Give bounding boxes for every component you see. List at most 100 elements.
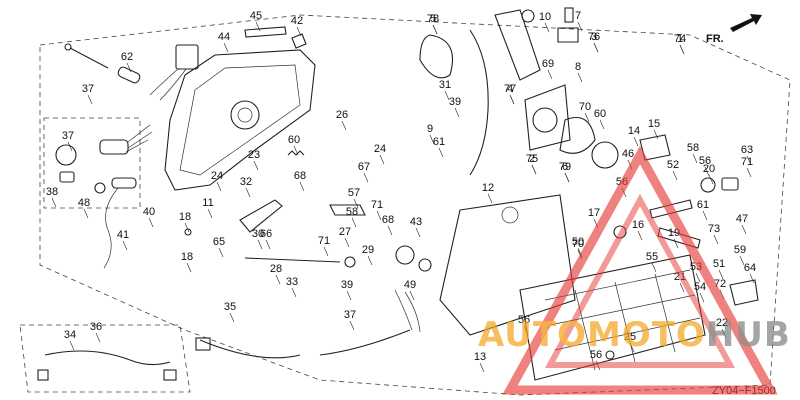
callout-78: 78 — [427, 13, 439, 25]
callout-leader — [673, 238, 679, 249]
callout-67: 67 — [358, 161, 370, 173]
harness-branch — [394, 289, 421, 333]
callout-leader — [679, 44, 685, 55]
control-lever — [494, 9, 541, 81]
callout-68: 68 — [294, 170, 306, 182]
callout-18: 18 — [179, 211, 191, 223]
callout-10: 10 — [539, 11, 551, 23]
watermark-triangle-inner — [544, 193, 736, 368]
callout-30: 30 — [252, 228, 264, 240]
callout-leader — [432, 24, 438, 35]
callout-5: 5 — [430, 13, 436, 25]
callout-75: 75 — [526, 153, 538, 165]
control-cable — [469, 29, 489, 176]
callout-56: 56 — [518, 314, 530, 326]
callout-leader — [126, 62, 132, 73]
callout-17: 17 — [588, 207, 600, 219]
watermark-logo: AUTOMOTOHUB — [478, 145, 790, 395]
bracket — [239, 199, 283, 233]
callout-15: 15 — [648, 118, 660, 130]
callout-leader — [438, 147, 444, 158]
callout-64: 64 — [744, 262, 756, 274]
disc — [591, 141, 619, 169]
callout-11: 11 — [202, 197, 213, 209]
callout-leader — [718, 269, 724, 280]
harness-frame — [19, 324, 191, 393]
bracket-grid — [544, 269, 701, 371]
callout-leader — [245, 187, 251, 198]
callout-leader — [547, 69, 553, 80]
callout-leader — [487, 193, 493, 204]
watermark-triangle — [502, 145, 778, 395]
switch-lanyard — [111, 177, 137, 189]
plate — [244, 26, 287, 38]
callout-leader — [695, 272, 701, 283]
callout-leader — [584, 112, 590, 123]
callout-39: 39 — [449, 96, 461, 108]
sleeve — [117, 66, 141, 84]
callout-70: 70 — [572, 238, 584, 250]
callout-leader — [257, 239, 263, 250]
callout-leader — [409, 290, 415, 301]
watermark-text-part1: AUTO — [478, 315, 587, 355]
spring — [287, 150, 305, 156]
callout-22: 22 — [716, 317, 728, 329]
callout-leader — [363, 172, 369, 183]
callout-6: 6 — [562, 161, 568, 173]
callout-leader — [692, 153, 698, 164]
callout-23: 23 — [248, 149, 260, 161]
callout-54: 54 — [694, 281, 706, 293]
callout-66: 66 — [260, 228, 272, 240]
callout-leader — [341, 120, 347, 131]
switch-box — [175, 44, 199, 70]
bracket-3 — [557, 27, 579, 43]
callout-leader — [713, 234, 719, 245]
callout-48: 48 — [78, 197, 90, 209]
callout-leader — [87, 94, 93, 105]
callout-leader — [746, 167, 752, 178]
callout-42: 42 — [291, 15, 303, 27]
callout-leader — [344, 237, 350, 248]
callout-44: 44 — [218, 31, 230, 43]
callout-63: 63 — [741, 144, 753, 156]
callout-24: 24 — [374, 143, 386, 155]
callout-leader — [509, 94, 515, 105]
callout-24: 24 — [211, 170, 223, 182]
callout-59: 59 — [734, 244, 746, 256]
callout-leader — [741, 224, 747, 235]
callout-leader — [148, 217, 154, 228]
control-housing — [164, 49, 316, 191]
buzzer — [395, 245, 415, 265]
callout-leader — [577, 21, 583, 32]
callout-71: 71 — [741, 156, 753, 168]
left-subframe — [43, 117, 141, 209]
callout-leader — [351, 217, 357, 228]
harness-plug-left — [37, 369, 49, 381]
callout-leader — [651, 262, 657, 273]
callout-71: 71 — [318, 235, 330, 247]
callout-31: 31 — [439, 79, 451, 91]
callout-leader — [296, 26, 302, 37]
callout-leader — [186, 262, 192, 273]
callout-49: 49 — [404, 279, 416, 291]
block-76 — [721, 177, 739, 191]
key-switch-wires — [125, 124, 153, 153]
callout-61: 61 — [697, 199, 709, 211]
key — [59, 171, 75, 183]
callout-leader — [704, 166, 710, 177]
callout-leader — [454, 107, 460, 118]
callout-leader — [291, 287, 297, 298]
callout-leader — [83, 208, 89, 219]
callout-leader — [265, 239, 271, 250]
callout-33: 33 — [286, 276, 298, 288]
callout-leader — [749, 273, 755, 284]
front-arrow-icon — [730, 14, 762, 32]
extension-harness — [44, 350, 171, 366]
callout-leader — [523, 325, 529, 336]
gear-plate — [524, 84, 571, 151]
callout-57: 57 — [348, 187, 360, 199]
callout-leader — [184, 222, 190, 233]
callout-leader — [415, 227, 421, 238]
key-switch-cylinder — [99, 139, 129, 155]
callout-60: 60 — [288, 134, 300, 146]
